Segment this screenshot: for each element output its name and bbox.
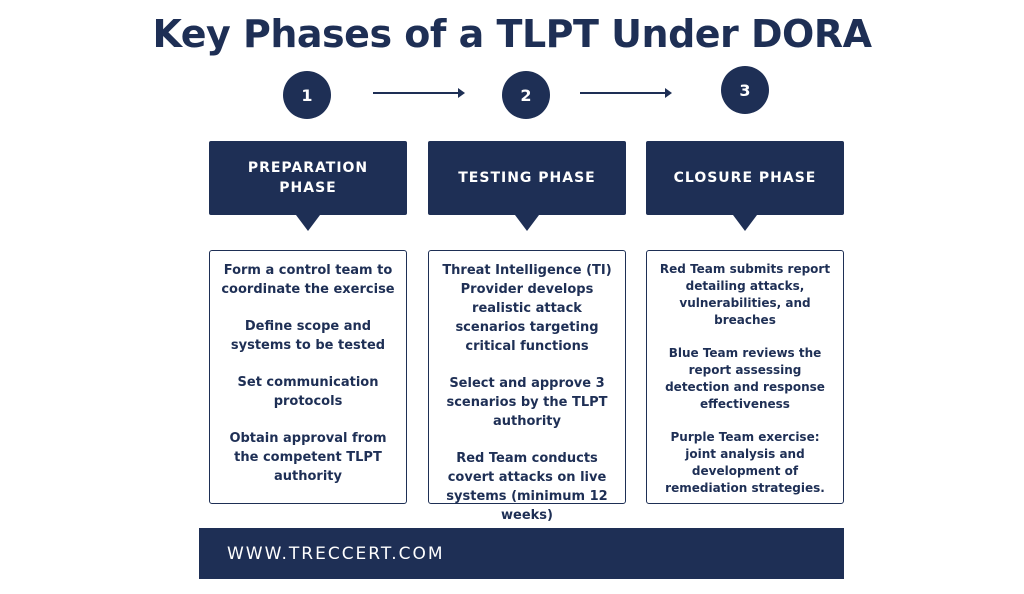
- arrow-right-icon: [580, 88, 672, 98]
- list-item: Form a control team to coordinate the ex…: [221, 263, 395, 297]
- list-item: Red Team submits report detailing attack…: [659, 262, 831, 327]
- list-item: Define scope and systems to be tested: [230, 319, 386, 353]
- footer-banner: WWW.TRECCERT.COM: [199, 528, 844, 579]
- list-item: Purple Team exercise: joint analysis and…: [665, 430, 825, 495]
- step-1-badge: 1: [283, 71, 331, 119]
- phase-body-closure: Red Team submits report detailing attack…: [646, 250, 844, 504]
- list-item: Obtain approval from the competent TLPT …: [229, 431, 387, 484]
- website-url: WWW.TRECCERT.COM: [227, 543, 445, 564]
- step-2-badge: 2: [502, 71, 550, 119]
- arrow-right-icon: [373, 88, 465, 98]
- list-item: Threat Intelligence (TI) Provider develo…: [442, 263, 612, 354]
- list-item: Blue Team reviews the report assessing d…: [665, 346, 825, 411]
- phase-header-testing: TESTING PHASE: [428, 141, 626, 231]
- phase-header-preparation: PREPARATION PHASE: [209, 141, 407, 231]
- page-title: Key Phases of a TLPT Under DORA: [152, 12, 872, 56]
- list-item: Red Team conducts covert attacks on live…: [446, 451, 608, 523]
- step-3-badge: 3: [721, 66, 769, 114]
- list-item: Select and approve 3 scenarios by the TL…: [446, 376, 608, 429]
- list-item: Set communication protocols: [237, 375, 379, 409]
- phase-header-closure: CLOSURE PHASE: [646, 141, 844, 231]
- phase-body-testing: Threat Intelligence (TI) Provider develo…: [428, 250, 626, 523]
- phase-body-preparation: Form a control team to coordinate the ex…: [209, 250, 407, 504]
